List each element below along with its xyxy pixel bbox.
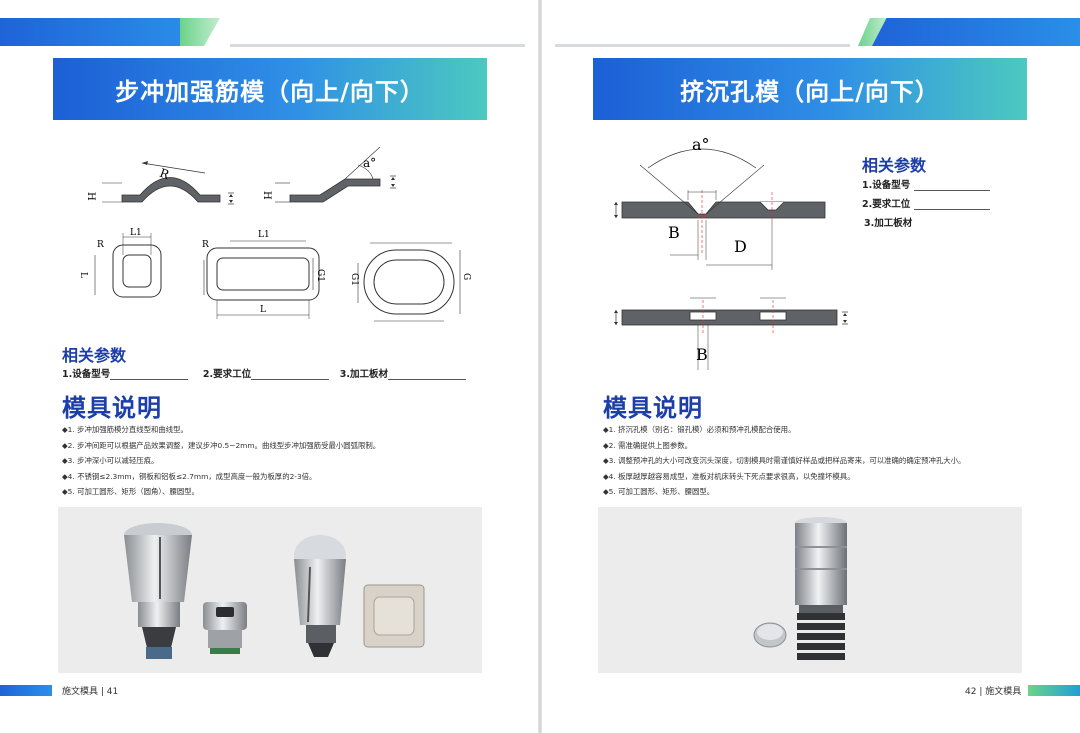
right-bullet-5: ◆5. 可加工圆形、矩形、腰圆型。 [603,487,715,496]
label-R-a: R [97,240,104,250]
left-params-heading: 相关参数 [62,346,127,365]
left-param-equipment: 1.设备型号 [62,369,111,380]
shape-rounded-rect: L1 R G1 L [202,230,325,319]
label-L1-b: L1 [258,230,270,240]
shape-rounded-square: L1 R L [80,228,162,298]
left-top-line [230,44,525,47]
right-page-title: 挤沉孔模（向上/向下） [680,77,940,106]
left-bullet-2: ◆2. 步冲间距可以根据产品效果调整，建议步冲0.5~2mm。曲线型步冲加强筋受… [62,440,381,450]
right-footer: 42 | 施文模具 [965,687,1022,697]
left-top-bar-green [180,18,220,46]
label-L-b: L [260,305,266,315]
right-top-line [555,44,850,47]
rib-profile-angled: H a° [261,146,396,203]
right-param-equipment: 1.设备型号 [862,180,911,191]
formed-plate-image [363,584,425,648]
right-param-row-2: 2.要求工位 [862,196,991,210]
left-product-photo [58,507,482,673]
label-L-a: L [80,272,88,278]
countersink-punch-image [795,517,847,660]
label-L1-a: L1 [130,228,142,238]
right-bullet-2: ◆2. 需准确提供上图参数。 [603,440,692,450]
die-image-1 [203,602,247,654]
right-product-photo [598,507,1022,673]
right-bullet-4: ◆4. 板厚越厚越容易成型，准板对机床转头下死点要求很高，以免撞坏模具。 [603,471,855,481]
shape-obround: G1 G [349,242,471,322]
left-page-title: 步冲加强筋模（向上/向下） [115,77,425,106]
right-param-row-3: 3.加工板材 [864,215,912,229]
label-G1-c: G1 [349,273,359,286]
rib-profile-arc: H R [85,161,234,205]
left-bullet-list: ◆1. 步冲加强筋模分直线型和曲线型。 ◆2. 步冲间距可以根据产品效果调整，建… [62,422,380,500]
label-angle-left: a° [363,156,376,170]
label-H-2: H [261,191,272,200]
right-param-station: 2.要求工位 [862,199,911,210]
left-bullet-3: ◆3. 步冲深小可以减轻压痕。 [62,456,159,465]
right-param-row-1: 1.设备型号 [862,177,991,191]
left-params-row: 1.设备型号 2.要求工位 3.加工板材 [62,366,466,380]
left-bullet-4: ◆4. 不锈钢≤2.3mm，铜板和铝板≤2.7mm，成型高度一般为板厚的2-3倍… [62,471,317,481]
label-angle-right: a° [692,135,710,154]
label-G-c: G [461,273,471,280]
right-top-bar-blue [872,18,1080,46]
right-bullet-list: ◆1. 挤沉孔模（别名：锻孔模）必须和预冲孔模配合使用。 ◆2. 需准确提供上图… [603,422,965,500]
left-param-station: 2.要求工位 [202,369,252,380]
label-D: D [734,237,747,256]
punch-image-2 [294,535,346,657]
left-page: 步冲加强筋模（向上/向下） H R H a° [0,18,525,697]
left-desc-heading: 模具说明 [62,394,162,422]
left-bullet-5: ◆5. 可加工圆形、矩形（圆角）、腰圆型。 [62,487,200,496]
right-bullet-3: ◆3. 调整预冲孔的大小可改变沉头深度，切割模具时需谨慎好样品或把样品寄来，可以… [603,456,966,465]
countersink-section-top: a° B D [614,135,826,270]
left-bullet-1: ◆1. 步冲加强筋模分直线型和曲线型。 [62,425,188,434]
countersink-section-bottom: B [614,297,848,370]
left-title-banner: 步冲加强筋模（向上/向下） [53,58,487,120]
right-footer-bar [1028,685,1080,696]
left-top-bar-blue [0,18,195,46]
right-params-heading: 相关参数 [862,156,927,175]
right-bullet-1: ◆1. 挤沉孔模（别名：锻孔模）必须和预冲孔模配合使用。 [603,425,796,434]
left-footer-bar [0,685,52,696]
left-footer: 施文模具 | 41 [62,687,119,697]
label-H-1: H [85,192,96,201]
left-param-material: 3.加工板材 [339,369,388,380]
right-title-banner: 挤沉孔模（向上/向下） [593,58,1027,120]
label-B-1: B [668,223,680,242]
countersink-slug-image [753,622,787,648]
left-rib-diagram: H R H a° L1 R L [80,146,471,322]
punch-image-1 [124,523,192,659]
label-G1-b: G1 [315,269,325,282]
right-page: 挤沉孔模（向上/向下） a° B D [540,0,1080,733]
right-desc-heading: 模具说明 [603,394,703,422]
label-B-2: B [696,345,708,364]
label-R-b: R [202,240,209,250]
page-gutter [538,0,542,733]
right-param-material: 3.加工板材 [864,218,913,229]
right-countersink-diagram: a° B D B [614,135,848,370]
